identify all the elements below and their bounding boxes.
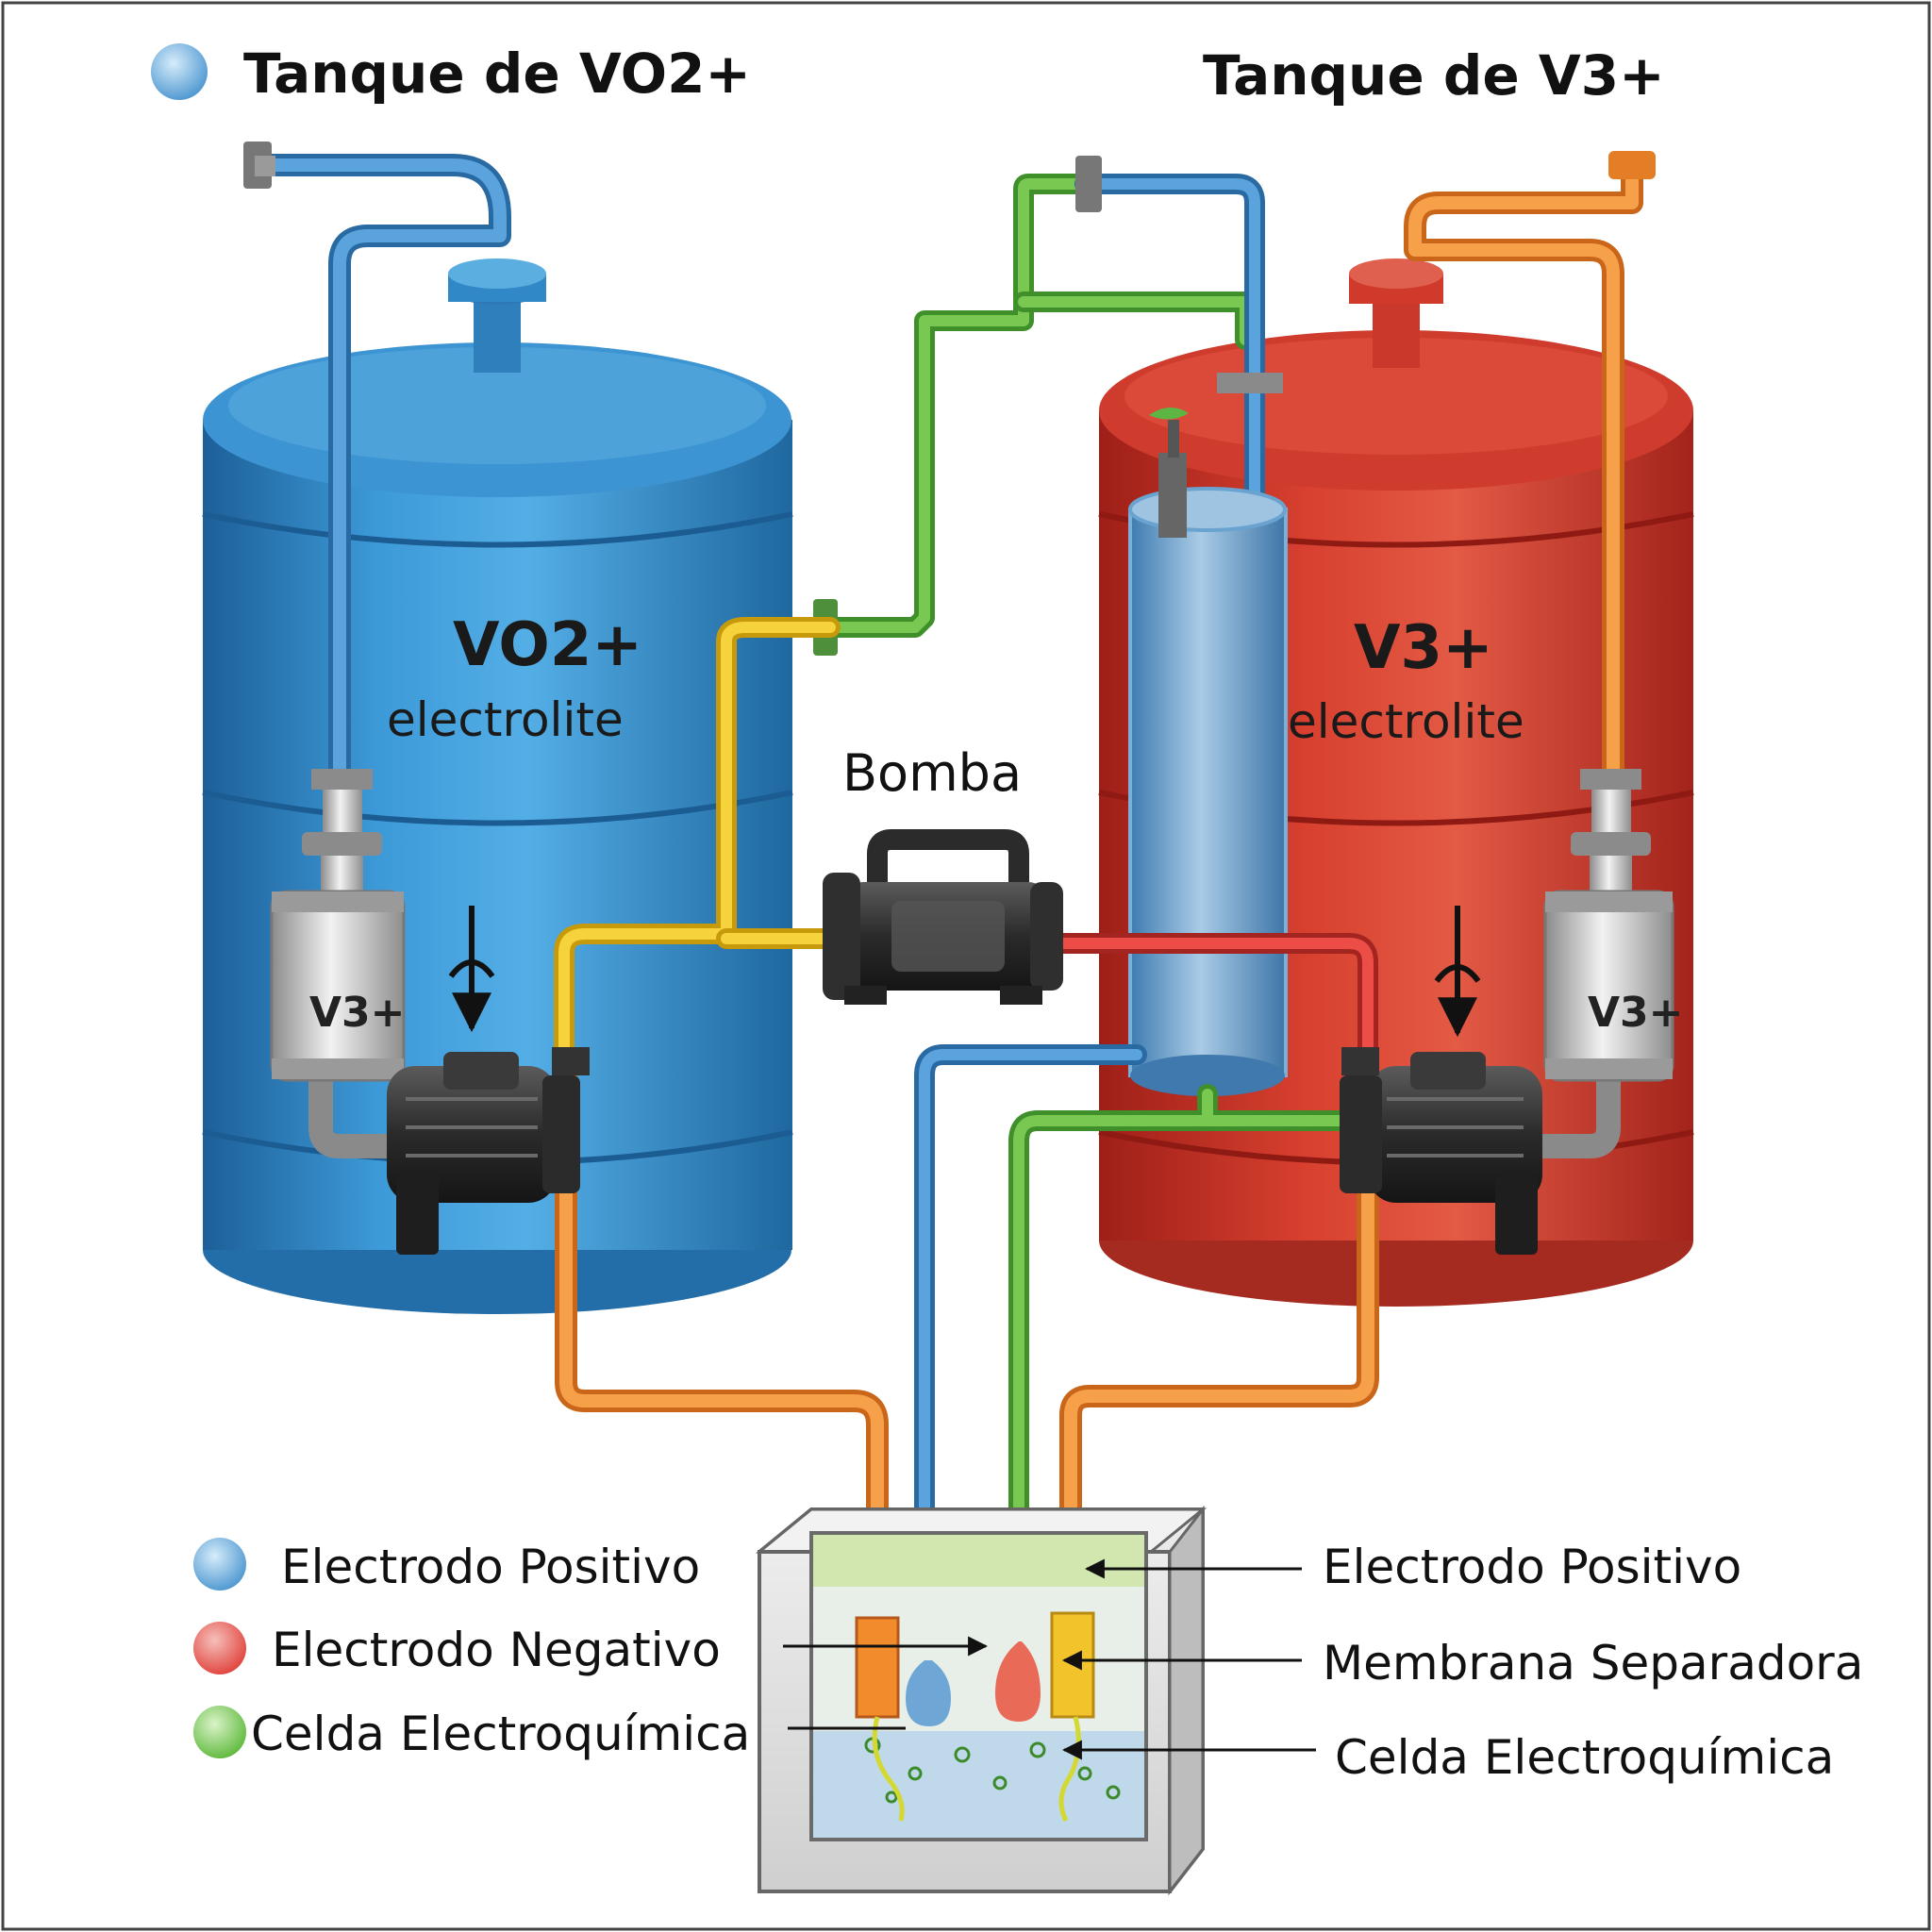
left-orange-pipe [555,1064,889,1634]
legend-dot-blue-icon [193,1538,246,1591]
electrochemical-cell [755,1505,1208,1896]
left-tank-title: Tanque de VO2+ [243,42,751,106]
right-filter [1538,769,1674,1158]
central-pump [823,829,1063,1005]
blue-pipe-to-cell [914,1044,1147,1699]
red-pipe [1046,933,1379,1634]
left-pump-motor [387,1047,590,1255]
right-tank-sublabel: electrolite [1288,694,1524,749]
legend-left-item-2: Celda Electroquímica [251,1707,750,1761]
legend-left-item-1: Electrodo Negativo [272,1623,721,1677]
legend-right-item-1: Membrana Separadora [1323,1636,1863,1690]
right-orange-pipe [1404,151,1656,785]
flow-arrow-left-icon [448,906,495,1033]
yellow-pipe [554,617,845,1086]
legend-dot-red-icon [193,1622,246,1674]
column-blue-pipe [1074,156,1283,525]
separator-column [1128,407,1288,1096]
left-tank-sublabel: electrolite [387,692,624,747]
left-blue-pipe [243,142,511,785]
right-tank-label: V3+ [1354,613,1493,683]
cell-callout-lines [783,1558,1316,1760]
left-filter [270,769,406,1158]
legend-right: Electrodo Positivo Membrana Separadora C… [1323,1540,1863,1785]
green-pipe-to-cell [1008,1084,1359,1633]
legend-right-item-2: Celda Electroquímica [1335,1730,1834,1785]
left-filter-label: V3+ [309,989,406,1037]
flow-arrow-right-icon [1434,906,1481,1038]
legend-dot-green-icon [193,1706,246,1758]
legend-left: Electrodo Positivo Electrodo Negativo Ce… [193,1538,750,1761]
right-pump-motor [1340,1047,1542,1255]
right-tank-title: Tanque de V3+ [1203,43,1665,108]
pump-label: Bomba [842,743,1022,803]
right-filter-label: V3+ [1588,989,1684,1037]
legend-right-item-0: Electrodo Positivo [1323,1540,1741,1594]
title-dot-icon [151,43,208,100]
legend-left-item-0: Electrodo Positivo [281,1540,700,1594]
left-tank-label: VO2+ [453,610,642,680]
